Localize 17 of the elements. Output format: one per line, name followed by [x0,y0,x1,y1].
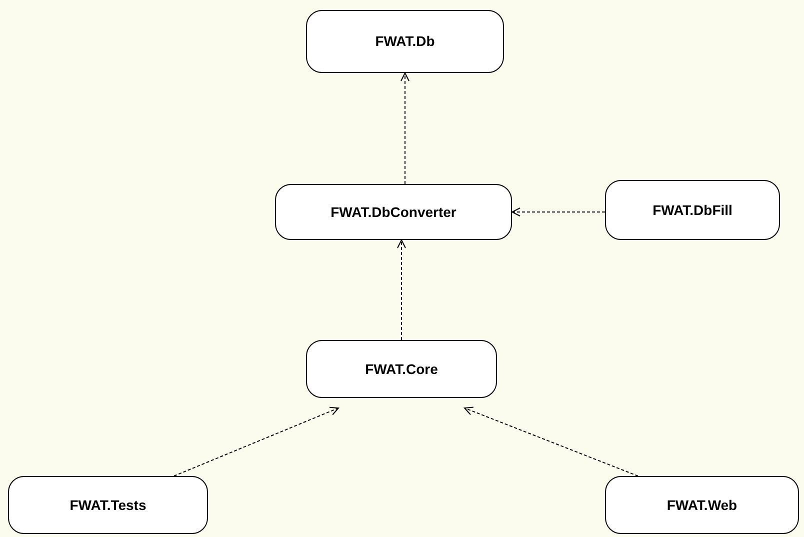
module-name: FWAT.Tests [70,496,146,514]
module-name: FWAT.DbConverter [330,202,456,222]
module-name: FWAT.Core [365,360,438,378]
dependency-arrow [464,406,638,476]
module-box [8,476,208,534]
dependency-arrow [174,406,339,476]
dependency-arrow [512,208,606,216]
dependency-arrow [400,72,410,184]
module-box [306,10,504,73]
module-box [275,184,512,240]
module-name: FWAT.DbFill [652,200,732,220]
module-box [605,180,780,240]
dependency-arrow [397,240,406,340]
module-name: FWAT.Db [375,32,435,51]
module-name: FWAT.Web [666,496,738,514]
module-box [605,476,799,534]
module-box [306,340,497,398]
